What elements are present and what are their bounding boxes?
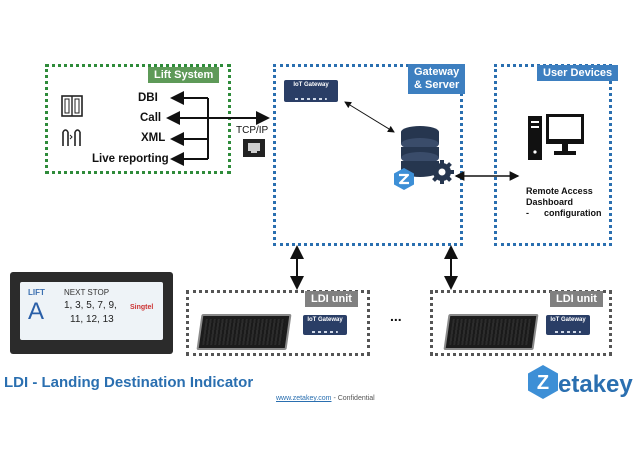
- tcp-ip-label: TCP/IP: [236, 125, 269, 136]
- zetakey-logo-icon: Z: [528, 365, 558, 399]
- lift-item-dbi: DBI: [138, 92, 158, 104]
- footer-url[interactable]: www.zetakey.com: [276, 395, 332, 402]
- ldi-stops-line1: 1, 3, 5, 7, 9,: [64, 300, 117, 311]
- database-server-icon: [401, 126, 454, 184]
- gateway-server-box: [273, 64, 463, 246]
- gear-icon: [430, 160, 454, 184]
- logo-letter: Z: [537, 372, 549, 394]
- iot-gateway-device: IoT Gateway: [284, 80, 338, 102]
- lift-item-live-reporting: Live reporting: [92, 153, 169, 165]
- ldi-stops-line2: 11, 12, 13: [70, 314, 114, 325]
- elevator-door-icon: [62, 129, 81, 146]
- desktop-computer-icon: [528, 114, 584, 160]
- iot-gateway-device-ldi2: IoT Gateway: [546, 315, 590, 335]
- iot-gateway-device-ldi1: IoT Gateway: [303, 315, 347, 335]
- ldi-panel-2: [443, 314, 539, 350]
- iot-gateway-label-ldi2: IoT Gateway: [550, 317, 586, 323]
- gateway-title-line1: Gateway: [414, 66, 460, 78]
- user-caption-line1: Remote Access: [526, 186, 593, 196]
- ldi-unit-title-1: LDI unit: [305, 291, 358, 307]
- ldi-unit-box-1: [186, 290, 370, 356]
- ldi-next-stop-label: NEXT STOP: [64, 288, 110, 297]
- gateway-title-line2: & Server: [414, 79, 460, 91]
- ldi-brand: Singtel: [130, 304, 154, 311]
- footer-title: LDI - Landing Destination Indicator: [4, 374, 254, 391]
- footer-confidential: - Confidential: [331, 395, 375, 402]
- iot-gateway-label: IoT Gateway: [293, 82, 329, 88]
- ldi-unit-title-2: LDI unit: [550, 291, 603, 307]
- user-caption-line3: - configuration: [526, 208, 602, 218]
- gateway-server-arrow: [344, 101, 395, 133]
- ethernet-port-icon: [243, 139, 265, 157]
- zetakey-hex-icon: [394, 168, 414, 190]
- iot-gateway-label-ldi1: IoT Gateway: [307, 317, 343, 323]
- lift-system-title: Lift System: [148, 67, 220, 83]
- logo-text: etakey: [558, 371, 633, 398]
- elevator-icon: [61, 95, 83, 117]
- user-caption-line2: Dashboard: [526, 197, 574, 207]
- user-devices-title: User Devices: [537, 65, 619, 81]
- lift-item-xml: XML: [141, 132, 166, 144]
- gateway-server-title: Gateway & Server: [408, 64, 466, 94]
- lift-connector-bracket: [166, 91, 270, 166]
- ldi-display-screen: LIFT A NEXT STOP 1, 3, 5, 7, 9, 11, 12, …: [20, 282, 163, 340]
- ldi-lift-label: LIFT: [28, 288, 45, 297]
- footer-url-line: www.zetakey.com - Confidential: [276, 395, 375, 402]
- ldi-display-photo: LIFT A NEXT STOP 1, 3, 5, 7, 9, 11, 12, …: [10, 272, 173, 354]
- ldi-unit-box-2: [430, 290, 612, 356]
- ldi-lift-letter: A: [28, 298, 45, 325]
- more-units-ellipsis: ...: [390, 308, 402, 324]
- ldi-panel-1: [196, 314, 292, 350]
- lift-item-call: Call: [140, 112, 162, 124]
